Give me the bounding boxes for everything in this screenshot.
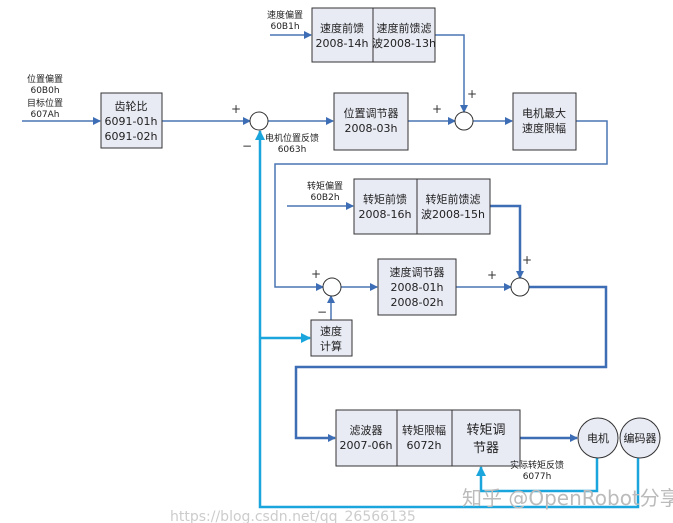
block-gear-ratio: 齿轮比 6091-01h 6091-02h <box>100 92 163 149</box>
block-torque-regulator: 转矩调 节器 <box>451 409 521 467</box>
signal-lines <box>22 31 608 442</box>
plus-sign: + <box>432 102 442 116</box>
velocity-sum-junction <box>322 277 342 297</box>
position-offset-label: 位置偏置 <box>27 73 63 85</box>
motor-position-feedback-label: 电机位置反馈 <box>265 132 319 144</box>
position-offset-code: 60B0h <box>30 86 59 96</box>
motor-position-feedback-code: 6063h <box>278 145 307 155</box>
plus-sign: + <box>522 253 532 267</box>
block-label: 转矩前馈 <box>363 192 407 206</box>
block-torque-ff-filter: 转矩前馈滤 波2008-15h <box>416 178 491 235</box>
block-code: 2008-02h <box>391 296 444 309</box>
velocity-ff-sum-junction <box>454 111 474 131</box>
block-label: 齿轮比 <box>115 99 148 113</box>
velocity-ff-arrow <box>435 34 468 113</box>
block-label: 速度 <box>320 324 342 338</box>
block-velocity-feedforward: 速度前馈 2008-14h <box>311 7 374 63</box>
block-label: 速度前馈 <box>320 21 364 35</box>
position-sum-junction <box>249 111 269 131</box>
block-code: 2008-01h <box>391 281 444 294</box>
block-label: 速度调节器 <box>390 265 445 279</box>
block-label: 滤波器 <box>350 424 383 437</box>
position-feedback-line <box>255 130 640 509</box>
torque-sum-junction <box>510 277 530 297</box>
minus-sign: − <box>242 139 252 153</box>
motor-label: 电机 <box>587 431 609 445</box>
block-label: 位置调节器 <box>344 106 399 120</box>
block-code: 6091-01h <box>105 115 158 128</box>
block-code: 2008-14h <box>316 37 369 50</box>
minus-sign: − <box>317 305 327 319</box>
block-label: 转矩前馈滤 <box>426 192 481 206</box>
actual-torque-feedback-code: 6077h <box>523 472 552 482</box>
block-code: 波2008-13h <box>372 37 436 50</box>
block-code: 2008-16h <box>359 208 412 221</box>
encoder-label: 编码器 <box>624 431 657 445</box>
torque-offset-code: 60B2h <box>310 193 339 203</box>
block-torque-feedforward: 转矩前馈 2008-16h <box>353 178 418 235</box>
block-code: 6072h <box>407 439 442 452</box>
block-label: 转矩调 <box>466 423 505 438</box>
velocity-offset-label: 速度偏置 <box>267 9 303 21</box>
block-position-regulator: 位置调节器 2008-03h <box>333 92 409 151</box>
watermark: 知乎 @OpenRobot分享 <box>462 486 673 510</box>
plus-sign: + <box>467 87 477 101</box>
target-position-code: 607Ah <box>30 110 59 120</box>
torque-offset-label: 转矩偏置 <box>307 180 343 192</box>
plus-sign: + <box>311 267 321 281</box>
block-velocity-regulator: 速度调节器 2008-01h 2008-02h <box>377 258 457 316</box>
encoder: 编码器 <box>619 417 661 459</box>
velocity-offset-code: 60B1h <box>270 22 299 32</box>
block-code: 波2008-15h <box>421 208 485 221</box>
block-max-speed-limit: 电机最大 速度限幅 <box>512 92 577 151</box>
block-code: 6091-02h <box>105 130 158 143</box>
block-label: 节器 <box>473 441 499 456</box>
block-velocity-ff-filter: 速度前馈滤 波2008-13h <box>372 7 436 63</box>
motor: 电机 <box>577 417 619 459</box>
torque-feedback-line <box>476 458 599 493</box>
block-label: 计算 <box>320 339 342 353</box>
block-code: 2007-06h <box>340 439 393 452</box>
block-label: 速度限幅 <box>522 121 566 135</box>
plus-sign: + <box>487 268 497 282</box>
target-position-label: 目标位置 <box>27 97 63 109</box>
feedback-lines <box>255 130 640 509</box>
block-torque-limit: 转矩限幅 6072h <box>396 409 453 467</box>
plus-sign: + <box>231 102 241 116</box>
torque-command-line <box>294 285 608 442</box>
block-filter: 滤波器 2007-06h <box>335 409 398 467</box>
actual-torque-feedback-label: 实际转矩反馈 <box>510 459 564 471</box>
torque-ff-arrow <box>490 204 524 279</box>
watermark-url: https://blog.csdn.net/qq_26566135 <box>170 509 416 523</box>
block-label: 速度前馈滤 <box>377 21 432 35</box>
speed-command-line <box>274 120 608 291</box>
block-velocity-calc: 速度 计算 <box>310 319 353 357</box>
block-label: 电机最大 <box>522 106 566 120</box>
block-code: 2008-03h <box>345 122 398 135</box>
block-label: 转矩限幅 <box>402 423 446 437</box>
